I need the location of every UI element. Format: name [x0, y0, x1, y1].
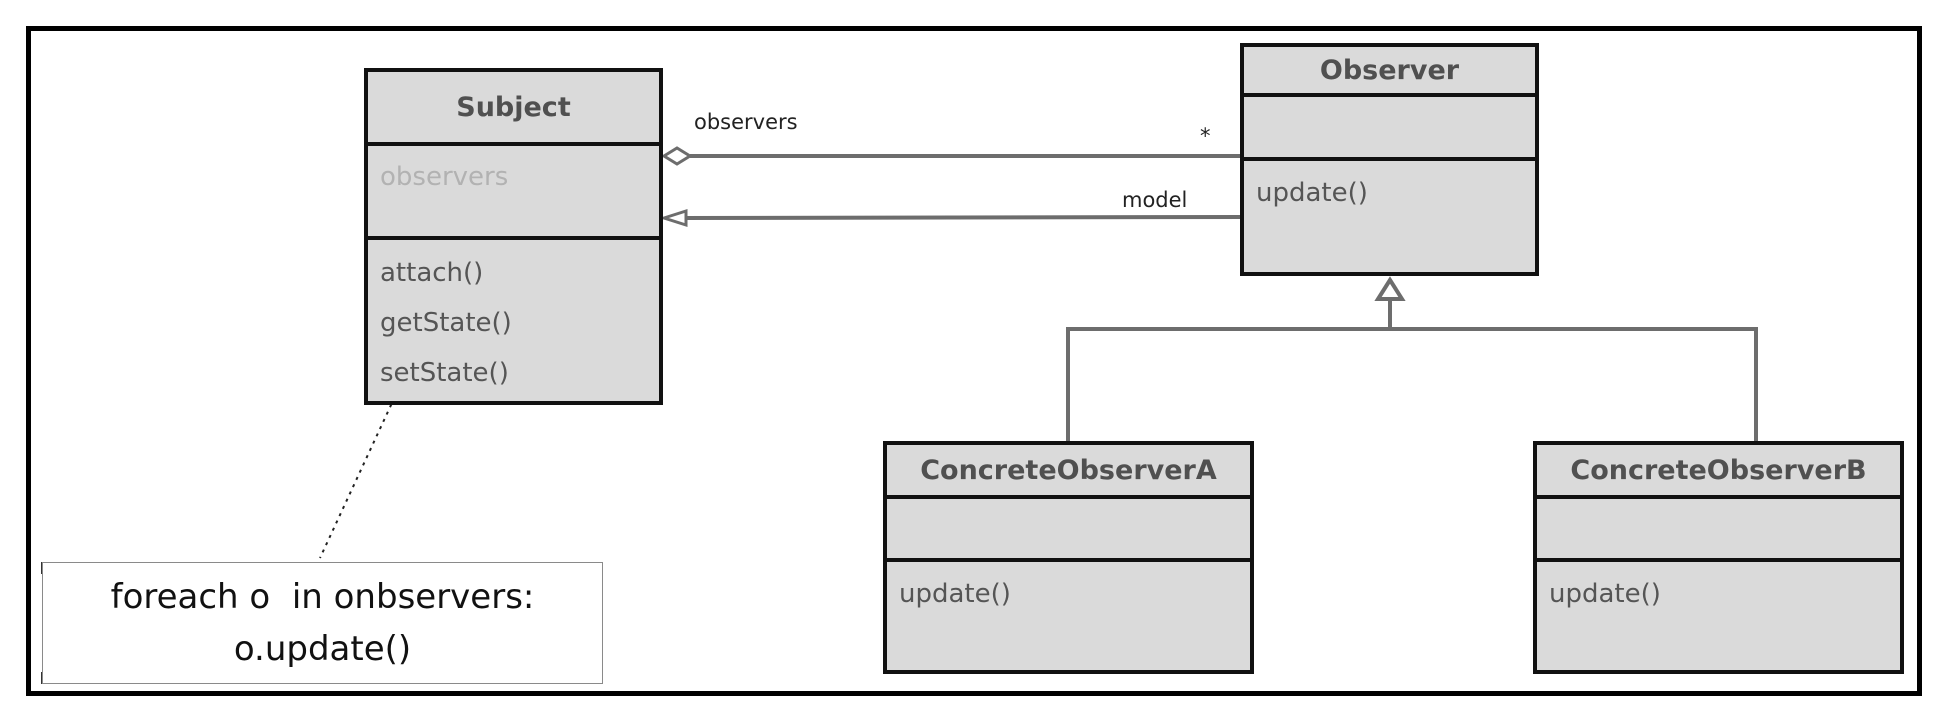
subject-attribute-observers: observers: [380, 162, 509, 192]
inheritance-branch: [1066, 327, 1758, 442]
subject-operations: attach() getState() setState(): [368, 240, 659, 401]
setstate-note[interactable]: foreach o in onbservers: o.update(): [42, 562, 603, 684]
model-role-label: model: [1122, 188, 1188, 212]
model-arrowhead: [659, 208, 688, 228]
subject-class-name: Subject: [368, 72, 659, 146]
concrete-observer-b-class[interactable]: ConcreteObserverB update(): [1533, 441, 1904, 674]
subject-class[interactable]: Subject observers attach() getState() se…: [364, 68, 663, 405]
observer-class-name: Observer: [1244, 47, 1535, 97]
observers-multiplicity: *: [1200, 124, 1211, 148]
concrete-observer-b-attributes: [1537, 499, 1900, 562]
concrete-observer-a-class-name: ConcreteObserverA: [887, 445, 1250, 499]
concrete-observer-a-attributes: [887, 499, 1250, 562]
concrete-observer-a-class[interactable]: ConcreteObserverA update(): [883, 441, 1254, 674]
model-association-line: [685, 215, 1243, 220]
note-line-2: o.update(): [233, 629, 412, 669]
concrete-observer-a-operations: update(): [887, 562, 1250, 670]
concrete-observer-b-operations: update(): [1537, 562, 1900, 670]
concrete-observer-b-op-update: update(): [1549, 579, 1661, 609]
observer-operations: update(): [1244, 161, 1535, 272]
observer-op-update: update(): [1256, 178, 1368, 208]
concrete-observer-a-op-update: update(): [899, 579, 1011, 609]
concrete-observer-b-class-name: ConcreteObserverB: [1537, 445, 1900, 499]
note-link: [319, 389, 399, 559]
observer-class[interactable]: Observer update(): [1240, 43, 1539, 276]
subject-op-getstate: getState(): [380, 308, 512, 338]
subject-attributes: observers: [368, 146, 659, 240]
subject-op-attach: attach(): [380, 258, 484, 288]
aggregation-diamond: [661, 146, 693, 166]
inheritance-triangle: [1374, 276, 1406, 301]
observer-attributes: [1244, 97, 1535, 161]
note-line-1: foreach o in onbservers:: [110, 577, 535, 617]
subject-op-setstate: setState(): [380, 358, 509, 388]
observers-role-label: observers: [694, 110, 798, 134]
diagram-frame: [26, 26, 1922, 696]
